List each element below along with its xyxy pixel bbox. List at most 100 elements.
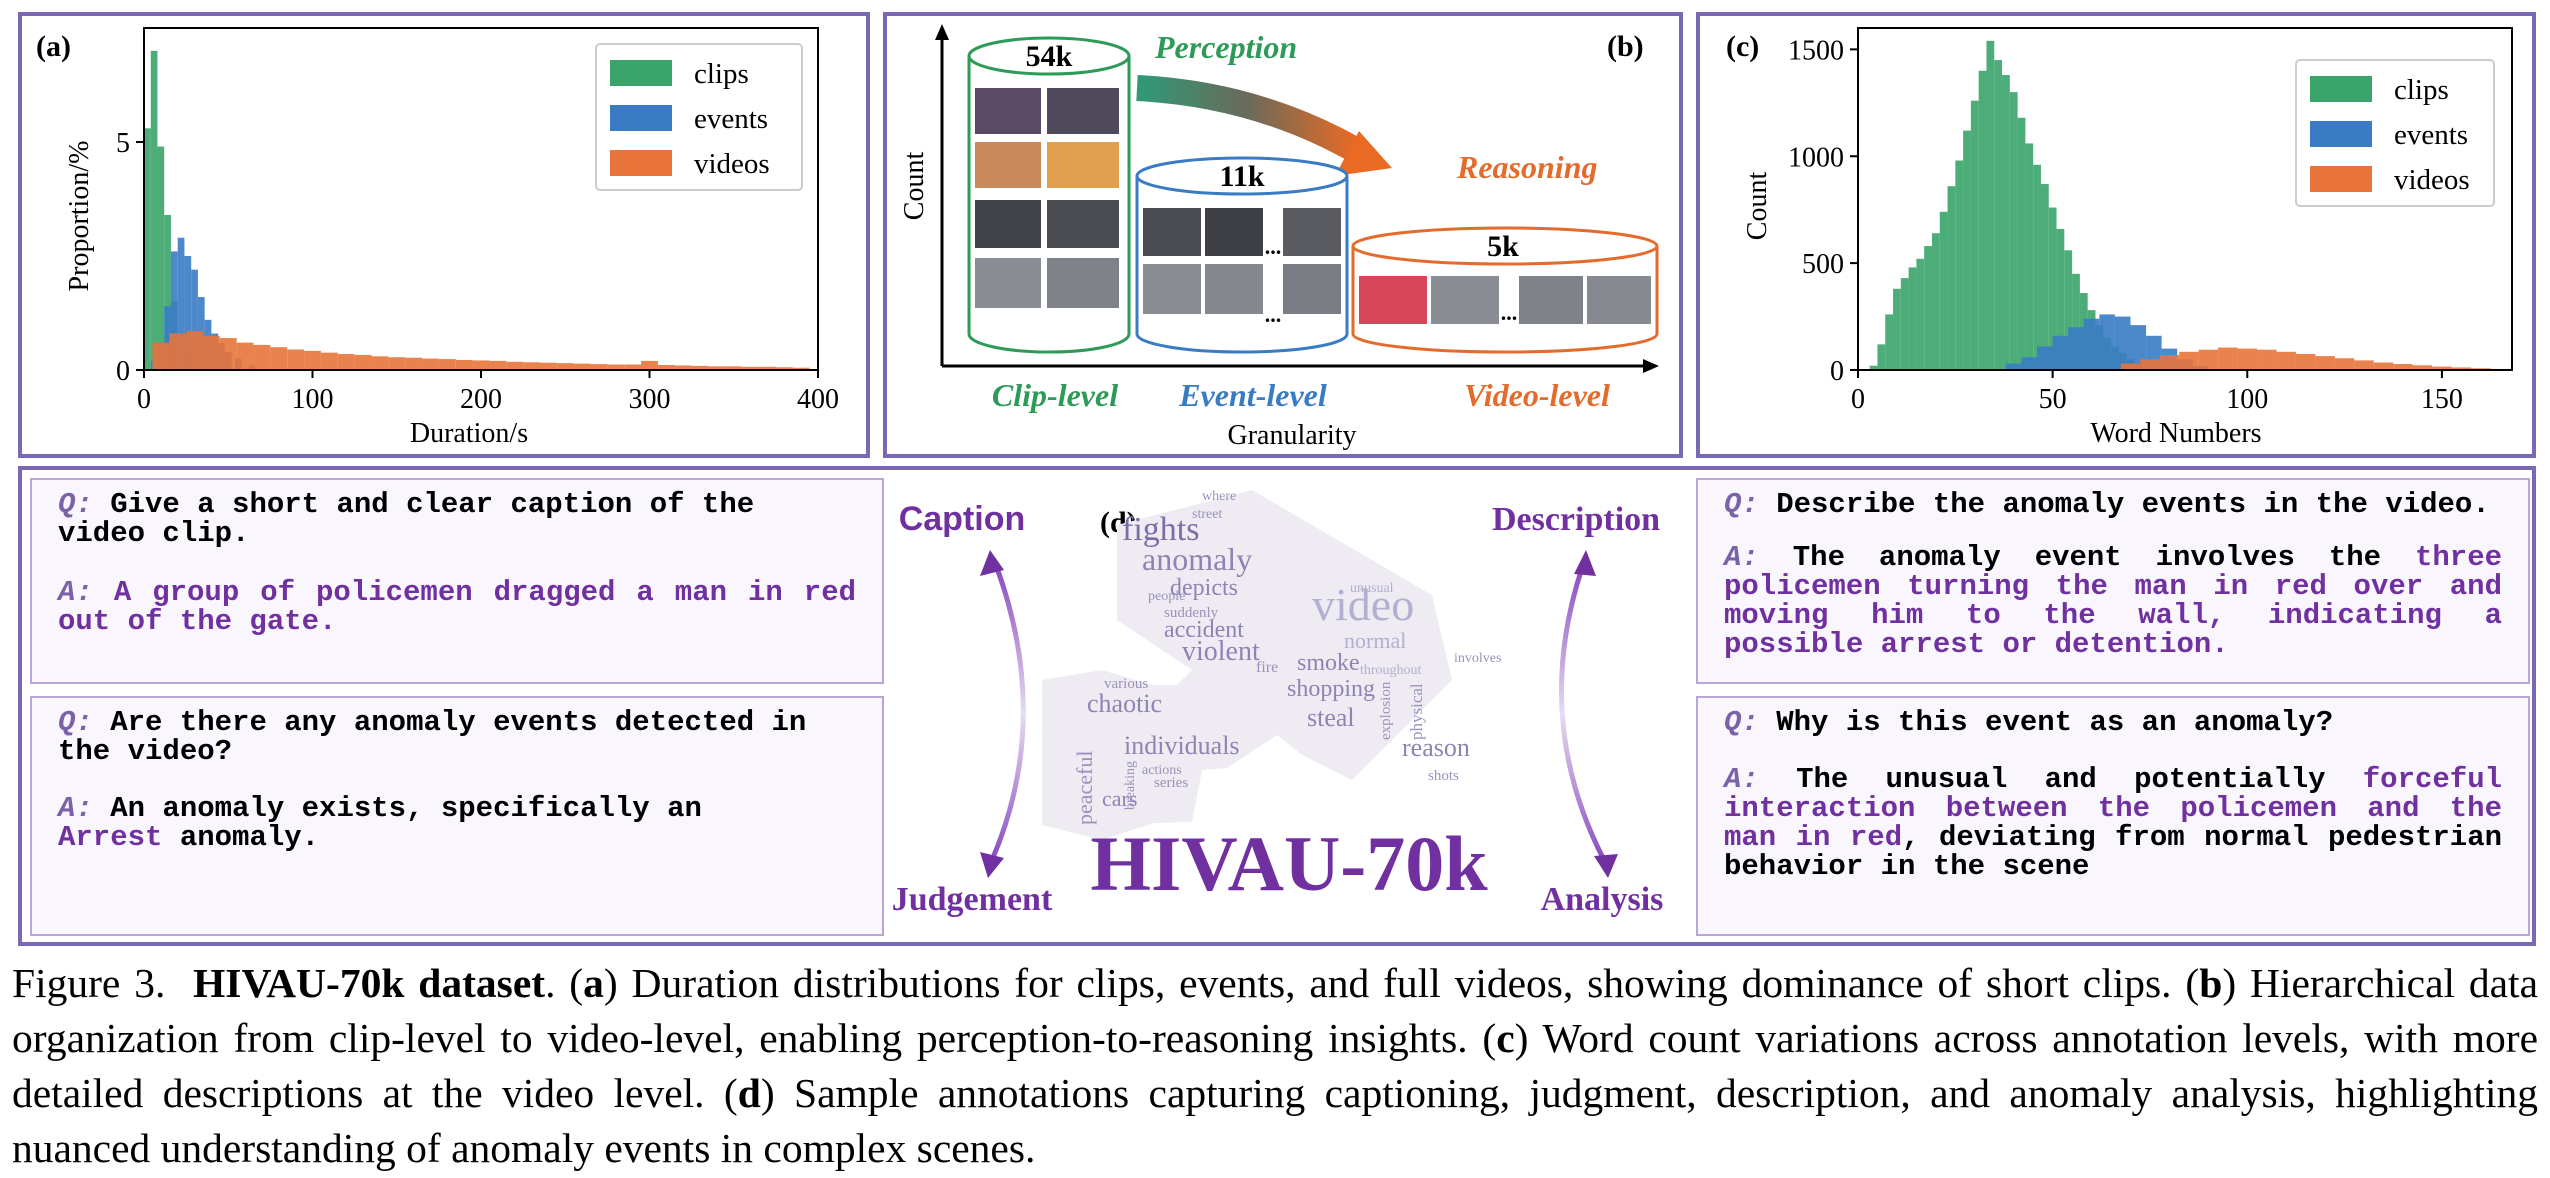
videos-bar [657,364,675,370]
videos-bar [270,347,288,370]
videos-bar [2237,348,2258,370]
a-tag: A: [1724,541,1759,574]
videos-bar [2218,347,2238,370]
videos-bar [219,338,237,370]
wc-explosion: explosion [1378,681,1394,740]
clips-bar [1955,160,1964,370]
qa1-question: Q: Give a short and clear caption of the… [58,488,755,550]
clip-count: 54k [1026,40,1073,73]
videos-bar [590,364,608,370]
wc-fights: fights [1122,511,1199,548]
videos-bar [2373,362,2394,370]
videos-bar [2354,360,2374,370]
clips-bar [2040,184,2049,370]
clips-bar [1947,186,1956,370]
y-tick-label: 5 [116,128,130,159]
videos-bar [169,333,187,370]
x-tick-label: 100 [292,384,334,415]
analysis-task-label: Analysis [1541,881,1664,918]
clips-bar [144,128,151,370]
videos-bar [489,360,507,370]
events-legend-swatch [610,105,672,131]
perception-reasoning-arrow [1136,75,1364,163]
events-bar [2083,318,2100,370]
videos-bar [759,366,776,370]
wc-normal: normal [1344,628,1406,653]
reasoning-label: Reasoning [1456,149,1597,185]
event-count: 11k [1219,160,1264,193]
clips-bar [1885,314,1894,370]
wc-shots: shots [1428,768,1459,784]
videos-bar [304,350,321,370]
judgement-arrowhead [980,852,1004,878]
caption-arrowhead [980,550,1004,576]
videos-bar [2295,353,2316,370]
clips-bar [1978,70,1987,370]
videos-bar [186,331,203,370]
a-tag: A: [58,576,93,609]
x-tick-label: 0 [1851,384,1865,415]
events-bar [2021,357,2038,370]
clips-bar [2033,164,2041,370]
events-legend-label: events [694,103,768,135]
videos-bar [236,342,254,370]
camera-wordcloud: fights anomaly video depicts violent acc… [1042,489,1501,840]
c-ylabel: Count [1742,172,1773,241]
video-level-label: Video-level [1464,377,1610,413]
clip-level-cylinder: 54k [967,36,1131,354]
clips-bar [1931,233,1940,370]
figure-caption: Figure 3. HIVAU-70k dataset. (a) Duratio… [12,960,2539,1171]
events-bar [177,237,185,370]
videos-bar [438,359,456,370]
description-arrowhead [1574,550,1596,576]
qa3-question: Q: Describe the anomaly events in the vi… [1724,488,2490,521]
videos-bar [2179,351,2199,370]
clips-legend-swatch [2310,76,2372,102]
events-bar [2130,325,2147,370]
clips-bar [2072,273,2080,370]
videos-bar [371,356,389,370]
videos-bar [287,349,305,370]
event-ellipsis-top: ... [1265,234,1282,259]
wc-chaotic: chaotic [1087,689,1162,718]
videos-bar [388,357,406,370]
wc-throughout: throughout [1360,663,1422,678]
clips-bar [157,146,165,370]
videos-bar [354,354,372,370]
wc-various: various [1104,676,1148,692]
videos-bar [725,366,743,370]
clips-bar [2064,250,2073,370]
wc-actions: actions [1142,763,1182,778]
panel-d: Q: Give a short and clear caption of the… [18,466,2536,946]
qa1-answer: A: A group of policemen dragged a man in… [58,576,856,638]
videos-bar [573,363,591,370]
videos-bar [674,365,692,370]
c-xlabel: Word Numbers [2090,418,2261,449]
panel-c-label: (c) [1726,30,1759,63]
videos-bar [539,362,557,370]
videos-bar [2276,351,2296,370]
wc-violent: violent [1182,636,1260,667]
clip-level-label: Clip-level [992,377,1118,413]
videos-bar [2315,356,2335,370]
events-bar [2005,363,2022,370]
clips-legend-swatch [610,60,672,86]
description-task-label: Description [1492,501,1660,538]
videos-bar [2198,349,2219,370]
videos-bar [792,367,810,370]
a-xlabel: Duration/s [410,418,528,449]
event-level-cylinder: ... ... 11k [1135,156,1349,354]
b-x-arrowhead [1643,359,1659,373]
clips-bar [150,50,158,371]
q-tag: Q: [58,706,93,739]
x-tick-label: 100 [2226,384,2268,415]
clips-bar [1994,60,2003,370]
clips-bar [1916,258,1925,370]
wc-individuals: individuals [1124,731,1240,760]
wc-video: video [1312,579,1414,630]
description-analysis-arrow [1559,567,1607,862]
b-ylabel: Count [899,152,930,221]
videos-bar [2140,359,2160,370]
videos-bar [742,366,760,370]
